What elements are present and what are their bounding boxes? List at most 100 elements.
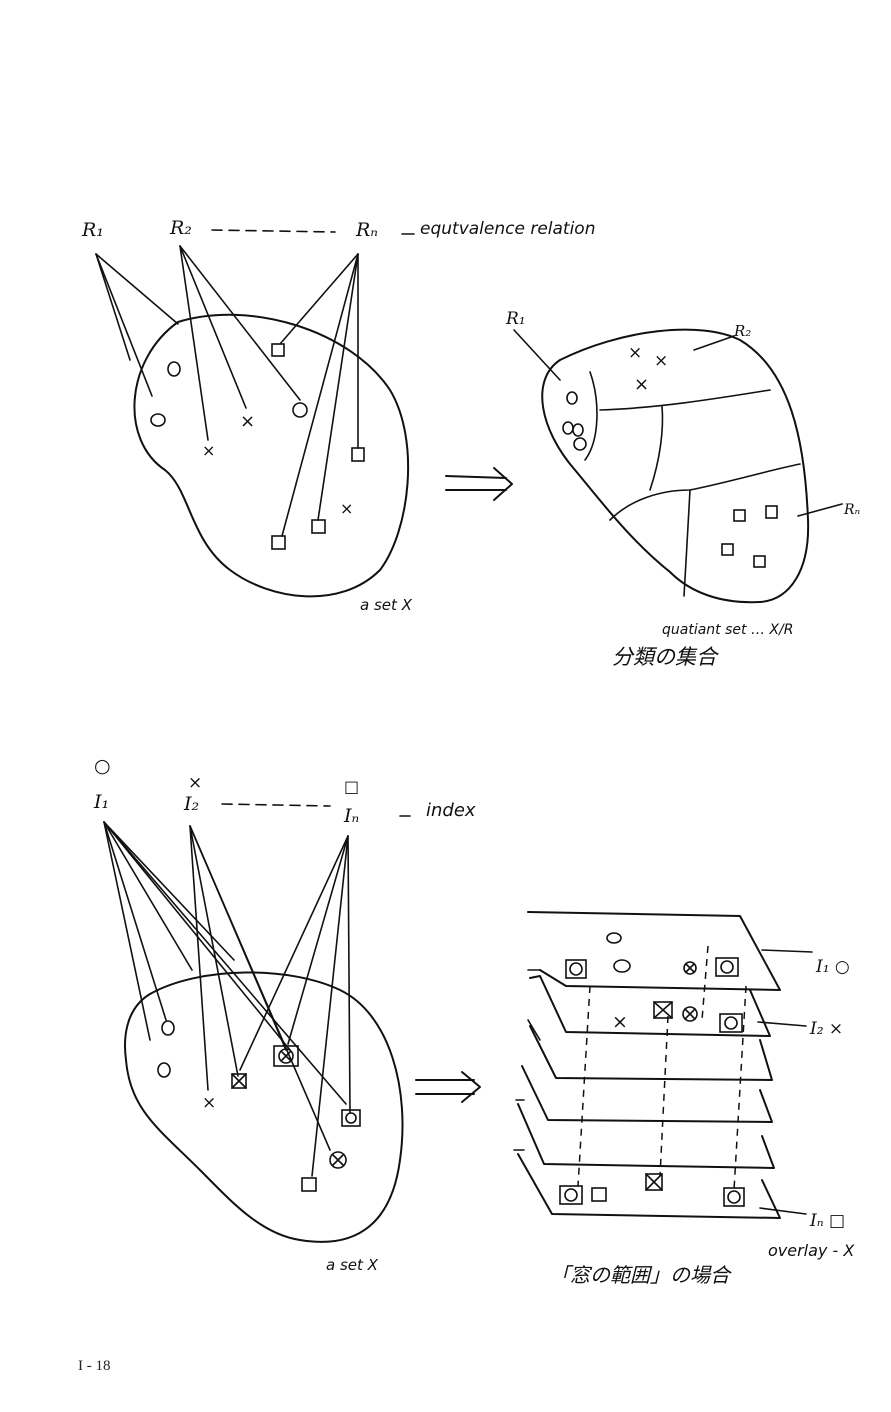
bottom-right-diagram: × I₁ ○ I₂ × Iₙ □ overlay - X 「窓の範囲」の場合 xyxy=(513,911,855,1287)
square-cross-element xyxy=(653,1001,673,1019)
ray xyxy=(281,253,359,537)
cross-element: × xyxy=(628,343,642,363)
overlay-jp-caption: 「窓の範囲」の場合 xyxy=(550,1263,732,1287)
circle-element xyxy=(157,1062,171,1078)
cross-element: × xyxy=(654,351,668,371)
top-implication-arrow xyxy=(445,467,513,501)
square-circle-cross-element xyxy=(715,957,739,977)
bottom-implication-arrow xyxy=(415,1071,481,1103)
index-label-2: I₂ xyxy=(183,793,199,815)
square-element xyxy=(591,1187,607,1202)
ray xyxy=(239,835,349,1071)
projection-line xyxy=(577,985,591,1187)
square-element xyxy=(311,519,326,534)
circle-cross-mark xyxy=(727,1190,741,1204)
leader-line xyxy=(759,1207,807,1215)
square-circle-element xyxy=(341,1109,361,1127)
circle-cross-mark xyxy=(724,1016,738,1030)
square-element xyxy=(301,1177,317,1192)
ray xyxy=(179,245,209,441)
partition-label-2: R₂ xyxy=(733,322,751,340)
ray xyxy=(317,253,359,521)
square-circle-element xyxy=(565,959,587,979)
quotient-set-outline xyxy=(541,328,810,604)
leader-line xyxy=(757,1021,807,1027)
circle-cross-mark xyxy=(720,960,734,974)
quotient-jp-caption: 分類の集合 xyxy=(612,645,719,669)
layer-plane xyxy=(527,911,781,991)
relation-label-2: R₂ xyxy=(169,217,192,239)
ray xyxy=(279,253,359,345)
ray xyxy=(189,825,287,1051)
ray xyxy=(103,821,151,1041)
circle-element xyxy=(161,1020,175,1036)
circle-element xyxy=(167,361,181,377)
square-circle-element xyxy=(559,1185,583,1205)
quotient-caption: quatiant set … X/R xyxy=(662,622,793,638)
ray xyxy=(95,253,131,361)
projection-line xyxy=(733,985,747,1191)
circle-element xyxy=(562,421,574,435)
circle-element xyxy=(573,437,587,451)
circle-element xyxy=(606,932,622,944)
set-x-label: a set X xyxy=(360,596,413,614)
index-label-1: I₁ xyxy=(93,791,109,813)
square-element xyxy=(721,543,734,556)
partition-line xyxy=(599,389,771,411)
circle-mark xyxy=(564,1188,578,1202)
set-x-outline xyxy=(124,971,404,1243)
relations-dashes xyxy=(211,229,336,233)
circle-cross-mark xyxy=(281,1051,291,1061)
square-element xyxy=(351,447,365,462)
ray xyxy=(103,821,347,1105)
index-dashes xyxy=(221,803,331,807)
index-symbol-circle: ○ xyxy=(94,755,111,777)
top-left-diagram: R₁ R₂ Rₙ equtvalence relation × × × a se… xyxy=(81,217,596,614)
circle-element xyxy=(150,413,166,427)
circle-cross-element xyxy=(682,1006,698,1022)
square-circle-cross-element xyxy=(719,1013,743,1033)
overlay-caption: overlay - X xyxy=(768,1241,855,1260)
relations-caption: equtvalence relation xyxy=(420,219,596,239)
leader-line xyxy=(693,335,735,351)
ray xyxy=(179,245,301,401)
layer-plane xyxy=(517,1153,781,1219)
cross-element: × xyxy=(634,374,649,395)
square-cross-element xyxy=(231,1073,247,1089)
index-label-n: Iₙ xyxy=(343,805,359,827)
partition-label-n: Rₙ xyxy=(843,502,861,518)
cross-element: × xyxy=(202,1093,216,1113)
square-element xyxy=(271,535,286,550)
circle-element xyxy=(572,423,584,437)
bottom-left-diagram: ○ × □ I₁ I₂ Iₙ index × xyxy=(93,755,476,1274)
ray xyxy=(103,821,235,961)
square-element xyxy=(765,505,778,519)
circle-cross-element xyxy=(329,1151,347,1169)
ray xyxy=(103,821,167,1021)
ray xyxy=(103,821,193,971)
projection-line xyxy=(659,1015,669,1177)
square-element xyxy=(271,343,285,357)
layer-plane xyxy=(517,1103,775,1169)
layer-plane xyxy=(529,975,771,1037)
index-symbol-cross: × xyxy=(188,773,202,793)
circle-cross-mark xyxy=(684,1008,696,1020)
set-x-label: a set X xyxy=(326,1256,379,1274)
cross-element: × xyxy=(240,411,255,432)
circle-element xyxy=(292,402,308,418)
leader-line xyxy=(797,503,843,517)
layer-plane xyxy=(521,1065,773,1123)
ray xyxy=(287,835,349,1045)
layer-edge xyxy=(527,1019,541,1041)
projection-line xyxy=(701,945,709,1021)
index-caption: index xyxy=(426,800,476,821)
partition-line xyxy=(584,371,598,461)
leader-line xyxy=(513,329,561,381)
square-circle-cross-element xyxy=(723,1187,745,1207)
ray xyxy=(189,825,209,1091)
set-x-outline xyxy=(133,313,410,598)
ray xyxy=(95,253,179,325)
circle-element xyxy=(613,959,631,973)
